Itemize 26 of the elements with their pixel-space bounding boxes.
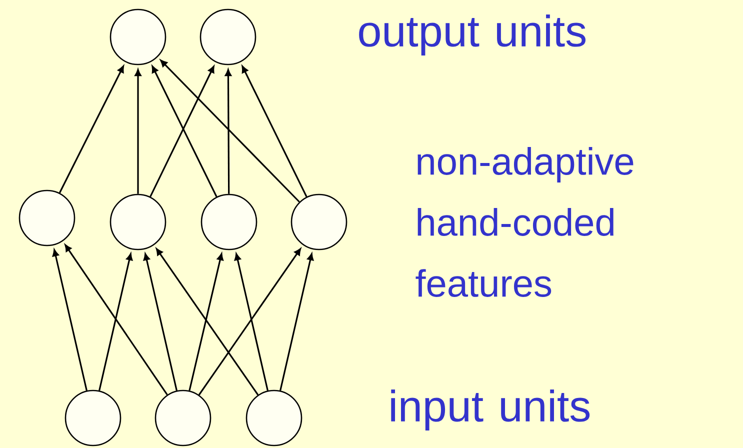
neuron-circle bbox=[154, 390, 212, 446]
neuron-circle bbox=[246, 390, 302, 446]
arrow bbox=[280, 253, 314, 391]
neuron-circle bbox=[110, 8, 166, 66]
neuron-circle bbox=[18, 190, 76, 246]
arrow bbox=[160, 60, 300, 202]
arrow bbox=[198, 248, 302, 396]
neuron-circle bbox=[200, 194, 258, 250]
neuron-circle bbox=[290, 194, 348, 250]
arrow bbox=[234, 253, 268, 391]
neuron-circle bbox=[110, 194, 166, 250]
arrow bbox=[58, 66, 124, 194]
arrow bbox=[64, 244, 168, 396]
neuron-circle bbox=[200, 8, 256, 66]
arrow bbox=[134, 69, 142, 194]
label: input units bbox=[391, 390, 590, 430]
arrow bbox=[52, 249, 88, 391]
arrow bbox=[143, 253, 178, 391]
label: non-adaptive hand-coded features bbox=[416, 147, 634, 297]
arrow bbox=[98, 253, 133, 391]
arrow bbox=[188, 253, 224, 391]
arrow bbox=[156, 248, 259, 396]
arrow bbox=[224, 69, 232, 194]
arrow bbox=[242, 66, 308, 198]
label: output units bbox=[359, 14, 586, 56]
neuron-circle bbox=[64, 390, 122, 446]
